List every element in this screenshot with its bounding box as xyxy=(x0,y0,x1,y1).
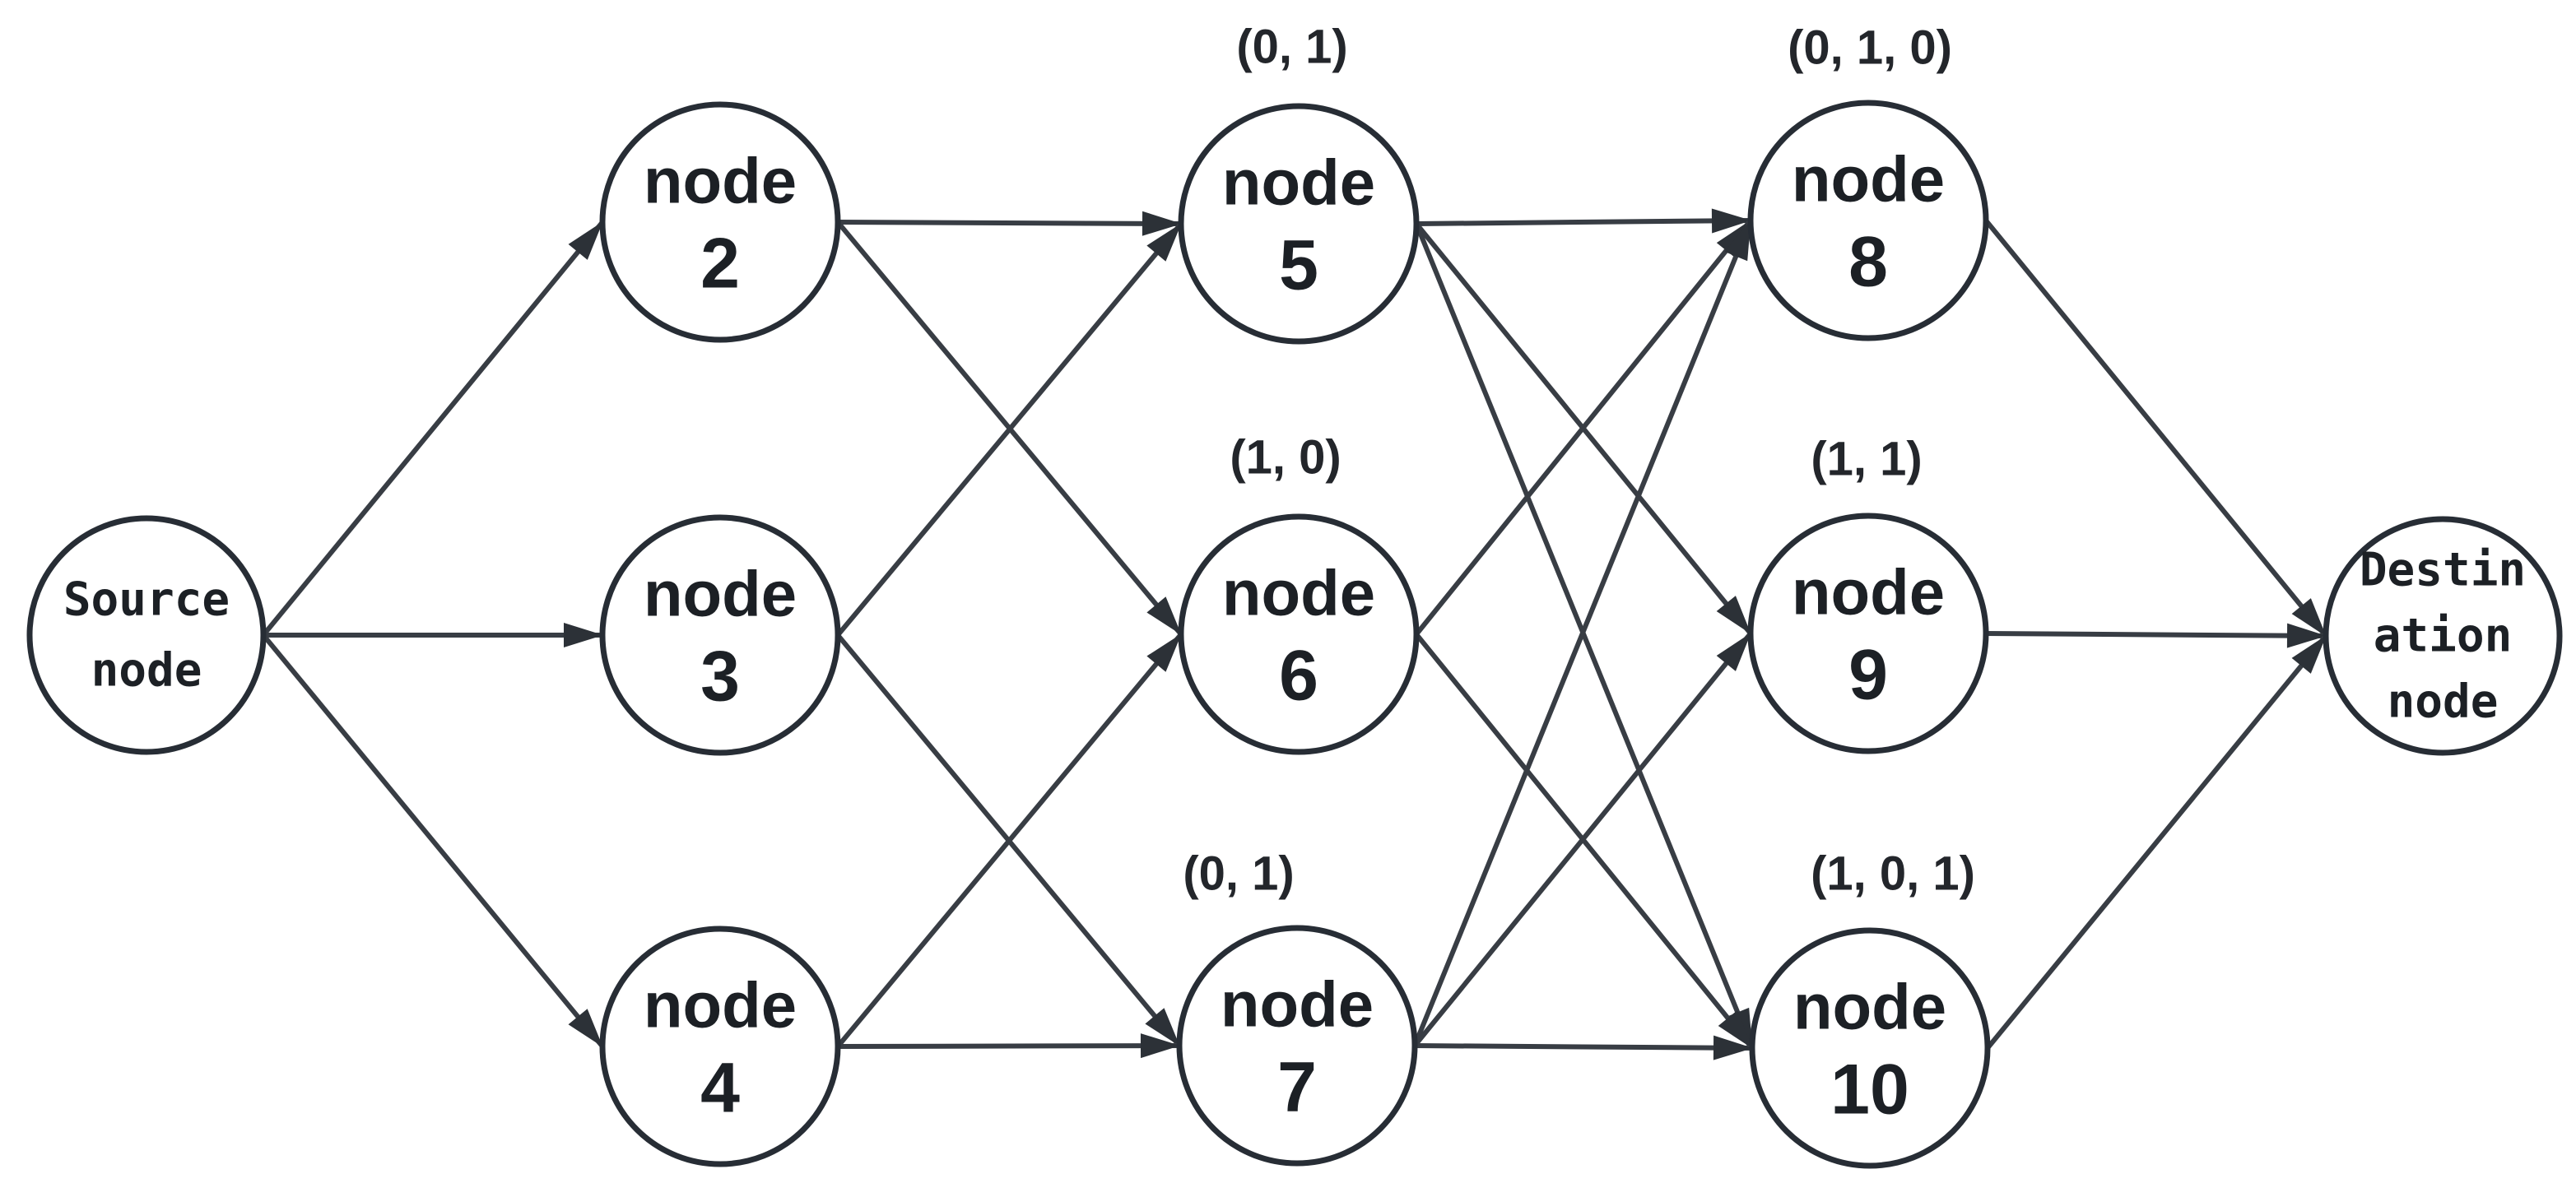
edge-node9-to-destination xyxy=(1985,623,2327,648)
annotation-node6: (1, 0) xyxy=(1230,431,1341,485)
edge-source-to-node2 xyxy=(261,220,605,637)
annotation-node9: (1, 1) xyxy=(1811,433,1922,486)
node-node6-circle xyxy=(1178,513,1420,755)
node-node3-circle xyxy=(599,514,841,756)
node-source-circle xyxy=(26,515,267,755)
node-node8-circle xyxy=(1747,100,1989,341)
node-destination-circle xyxy=(2323,516,2563,756)
edge-node7-to-node10 xyxy=(1414,1035,1753,1060)
node-node2-circle xyxy=(599,101,841,343)
edge-node6-to-node8 xyxy=(1414,219,1753,636)
annotation-node10: (1, 0, 1) xyxy=(1811,847,1975,901)
annotations-layer: (0, 1) (1, 0) (0, 1) (0, 1, 0) (1, 1) (1, 0, … xyxy=(1183,21,1975,901)
edge-source-to-node4 xyxy=(261,633,605,1048)
edge-node10-to-destination xyxy=(1985,634,2328,1050)
node-node9-circle xyxy=(1747,513,1989,754)
node-node7-circle xyxy=(1176,925,1418,1167)
edge-node5-to-node10 xyxy=(1414,222,1755,1050)
annotation-node7: (0, 1) xyxy=(1183,847,1294,901)
edge-node4-to-node6 xyxy=(835,633,1183,1048)
edge-node5-to-node8 xyxy=(1416,208,1751,234)
edge-node7-to-node9 xyxy=(1412,632,1753,1047)
node-node10-circle xyxy=(1749,927,1991,1169)
annotation-node5: (0, 1) xyxy=(1236,21,1347,74)
edge-node3-to-node5 xyxy=(835,222,1183,637)
edges-layer xyxy=(261,208,2328,1060)
node-node4-circle xyxy=(599,926,841,1167)
annotation-node8: (0, 1, 0) xyxy=(1788,21,1952,75)
node-node5-circle xyxy=(1178,103,1420,345)
edge-node2-to-node5 xyxy=(837,211,1182,236)
edge-node8-to-destination xyxy=(1983,219,2328,638)
edge-node7-to-node8 xyxy=(1412,219,1753,1047)
